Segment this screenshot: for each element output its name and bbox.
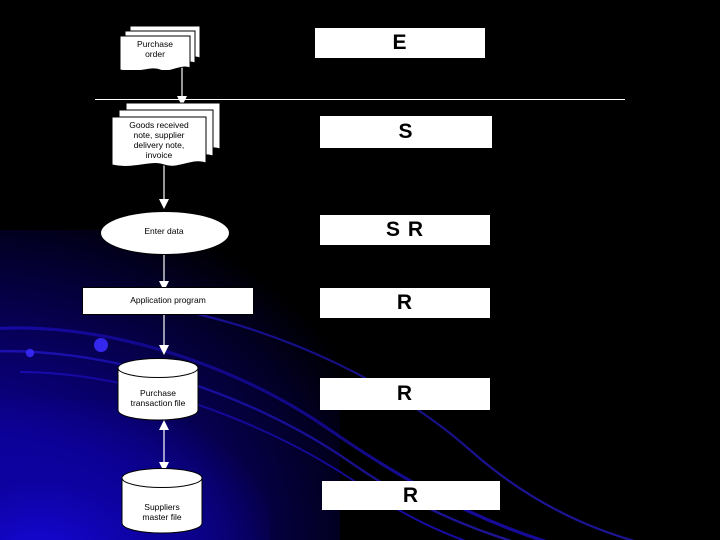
code-box-r-transaction[interactable]: R — [320, 378, 490, 410]
code-box-s[interactable]: S — [320, 116, 492, 148]
section-divider — [95, 99, 625, 100]
code-box-r-application[interactable]: R — [320, 288, 490, 318]
node-application-program[interactable]: Application program — [82, 287, 254, 315]
code-box-r-master[interactable]: R — [322, 481, 500, 510]
node-enter-data-label: Enter data — [144, 226, 184, 237]
connector-goods-note-to-enter-data — [159, 163, 169, 209]
node-purchase-transaction-file-label: Purchase transaction file — [130, 388, 186, 409]
node-goods-received-note-label: Goods received note, supplier delivery n… — [129, 120, 189, 160]
node-goods-received-note[interactable]: Goods received note, supplier delivery n… — [110, 101, 222, 167]
node-suppliers-master-file[interactable]: Suppliers master file — [121, 467, 203, 535]
code-box-sr[interactable]: S R — [320, 215, 490, 245]
code-box-e[interactable]: E — [315, 28, 485, 58]
node-enter-data-body — [100, 211, 230, 255]
connector-application-program-to-purchase-transaction-file — [159, 313, 169, 355]
node-application-program-label: Application program — [130, 295, 206, 306]
connector-purchase-transaction-file-to-suppliers-master-file — [159, 420, 169, 472]
node-purchase-order[interactable]: Purchase order — [118, 24, 202, 70]
node-suppliers-master-file-label: Suppliers master file — [142, 502, 182, 523]
node-purchase-transaction-file[interactable]: Purchase transaction file — [117, 357, 199, 421]
node-purchase-order-label: Purchase order — [137, 39, 173, 59]
node-enter-data[interactable]: Enter data — [100, 211, 230, 255]
